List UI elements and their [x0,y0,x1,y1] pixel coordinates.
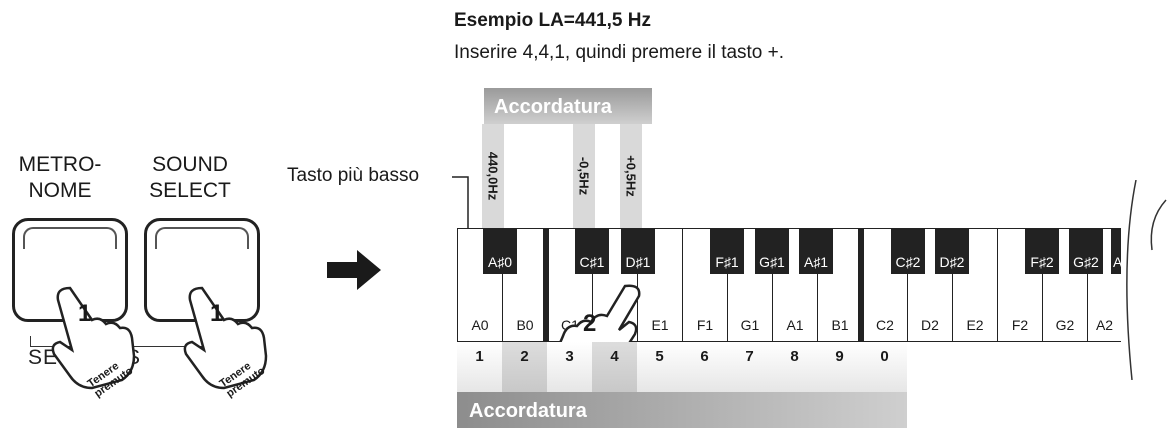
metronome-label-line1: METRO- [18,153,102,176]
right-arrow-icon [327,250,381,290]
key-G-sharp-1[interactable]: G♯1 [755,228,789,274]
key-C-sharp-2[interactable]: C♯2 [891,228,925,274]
sound-select-label: SOUND SELECT [130,152,250,204]
finger-number-1: 1 [78,300,92,327]
example-instruction: Inserire 4,4,1, quindi premere il tasto … [454,42,785,63]
number-cell: 4 [592,342,637,392]
number-cell: 2 [502,342,547,392]
tuning-footer: Accordatura [457,392,907,428]
key-F-sharp-2[interactable]: F♯2 [1025,228,1059,274]
metronome-label: METRO- NOME [0,152,120,204]
tuning-header-top: Accordatura [484,88,652,124]
sound-select-button[interactable] [144,218,260,322]
number-cell: 3 [547,342,592,392]
number-cell: 5 [637,342,682,392]
example-title: Esempio LA=441,5 Hz [454,10,651,31]
key-D-sharp-1[interactable]: D♯1 [621,228,655,274]
octave-separator [543,228,549,342]
label-440hz: 440,0Hz [482,124,504,228]
key-A-sharp-0[interactable]: A♯0 [483,228,517,274]
key-F-sharp-1[interactable]: F♯1 [710,228,744,274]
key-C-sharp-1[interactable]: C♯1 [575,228,609,274]
sound-select-label-line1: SOUND [152,153,228,176]
label-plus-0-5hz: +0,5Hz [620,124,642,228]
number-row: 1 2 3 4 5 6 7 8 9 0 [457,342,907,392]
number-cell: 6 [682,342,727,392]
metronome-label-line2: NOME [28,179,92,202]
key-A-sharp-1[interactable]: A♯1 [799,228,833,274]
key-G-sharp-2[interactable]: G♯2 [1069,228,1103,274]
number-cell: 1 [457,342,502,392]
number-cell: 8 [772,342,817,392]
finger-number-keyboard: 2 [583,310,597,337]
number-cell: 7 [727,342,772,392]
number-cell: 9 [817,342,862,392]
key-A-partial[interactable]: A [1111,228,1121,274]
hand-pointer-icon-1 [51,286,136,390]
number-cell: 0 [862,342,907,392]
key-D-sharp-2[interactable]: D♯2 [935,228,969,274]
lowest-key-label: Tasto più basso [287,165,420,186]
label-minus-0-5hz: -0,5Hz [573,124,595,228]
octave-separator [858,228,864,342]
hand-pointer-icon-2 [183,286,268,390]
torn-edge [1126,180,1167,380]
sound-select-label-line2: SELECT [149,179,231,202]
finger-number-2: 1 [210,300,224,327]
